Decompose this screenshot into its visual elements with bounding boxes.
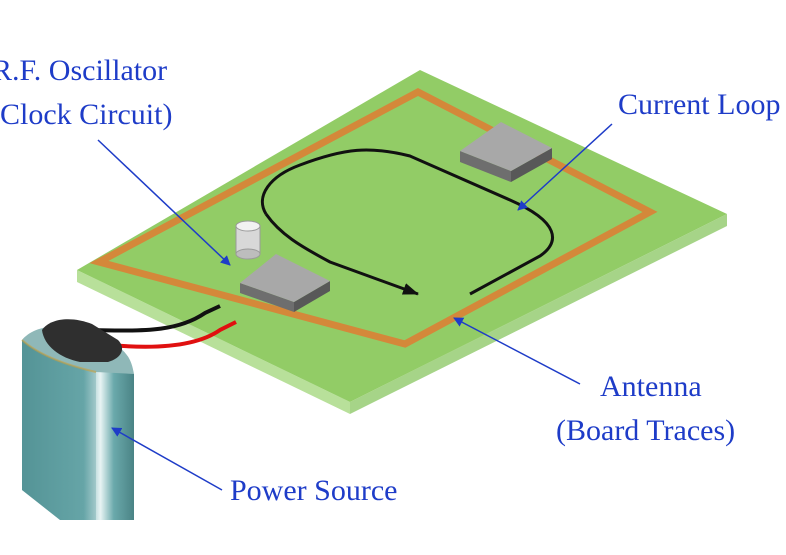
current-loop-label: Current Loop — [618, 88, 780, 121]
antenna-leader — [453, 317, 581, 385]
oscillator-label-line1: R.F. Oscillator — [0, 54, 167, 87]
board-side-front — [77, 270, 350, 414]
antenna-label-line1: Antenna — [600, 370, 702, 403]
board-top — [77, 70, 727, 402]
leader-lines — [97, 123, 613, 491]
ic-chip-icon — [240, 254, 330, 312]
crystal-oscillator-icon — [235, 220, 261, 260]
power-source-leader — [111, 427, 223, 491]
battery-icon — [21, 319, 134, 520]
board-side-right — [350, 214, 727, 414]
power-source-label: Power Source — [230, 474, 397, 507]
ic-chip-icon — [460, 122, 552, 182]
oscillator-label-line2: (Clock Circuit) — [0, 98, 172, 131]
antenna-trace — [89, 88, 658, 348]
battery-wires — [91, 304, 237, 349]
pcb-board — [77, 70, 727, 414]
oscillator-leader — [97, 139, 231, 266]
current-loop-arrow — [260, 148, 554, 296]
current-loop-leader — [517, 123, 613, 211]
labels: R.F. Oscillator (Clock Circuit) Current … — [0, 54, 780, 507]
antenna-label-line2: (Board Traces) — [556, 414, 735, 447]
